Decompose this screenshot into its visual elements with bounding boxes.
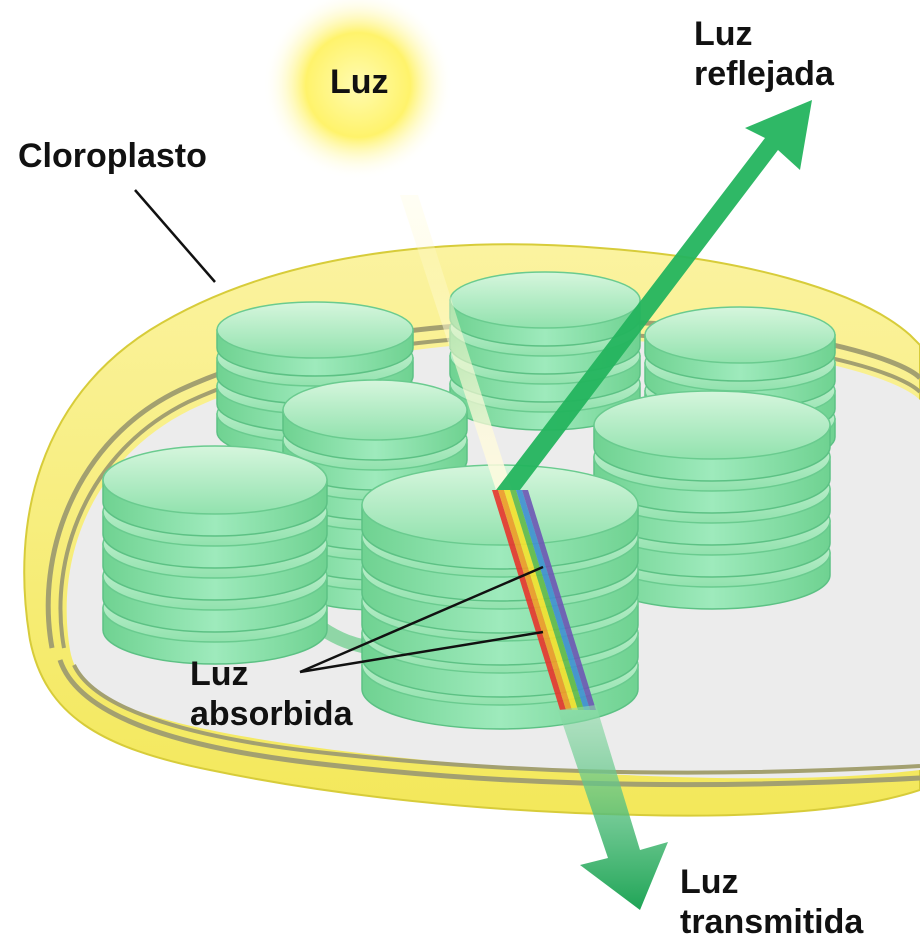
- thylakoid-disk: [450, 272, 640, 328]
- thylakoid-disk: [645, 307, 835, 363]
- thylakoid-disk: [594, 391, 830, 459]
- chloroplast-label: Cloroplasto: [18, 136, 207, 176]
- absorbed-light-label: Luz absorbida: [190, 654, 352, 734]
- chloroplast-pointer-line: [135, 190, 215, 282]
- thylakoid-disk: [103, 446, 327, 514]
- transmitted-light-label: Luz transmitida: [680, 862, 863, 942]
- thylakoid-disk: [283, 380, 467, 440]
- thylakoid-disk: [217, 302, 413, 358]
- reflected-light-label: Luz reflejada: [694, 14, 834, 94]
- light-label: Luz: [330, 62, 389, 102]
